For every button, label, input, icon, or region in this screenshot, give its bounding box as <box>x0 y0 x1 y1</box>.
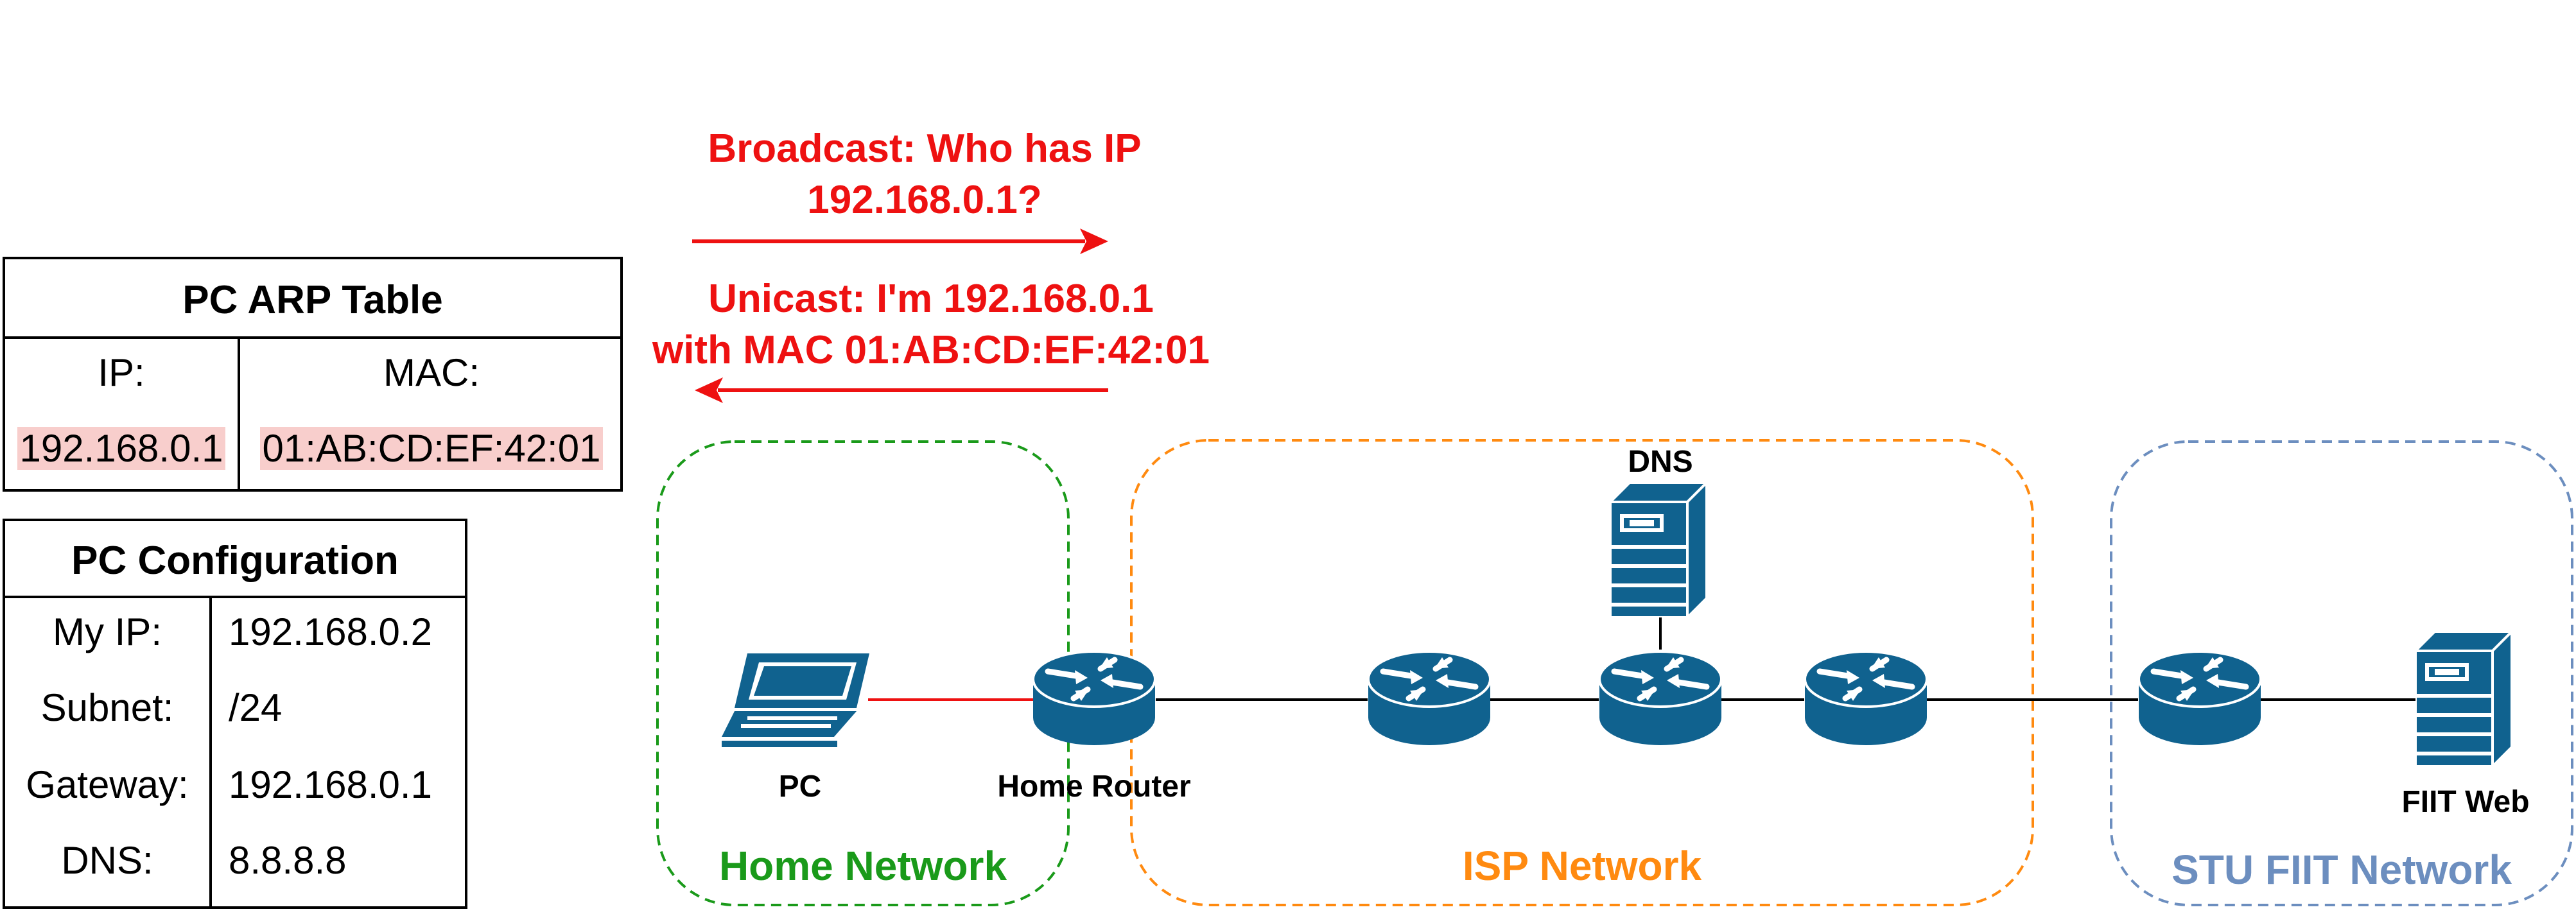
home-network-label: Home Network <box>718 843 1007 889</box>
isp-router-1-icon[interactable] <box>1368 651 1490 745</box>
fiit-web-server-icon[interactable] <box>2415 632 2512 766</box>
unicast-message-line1: Unicast: I'm 192.168.0.1 <box>708 277 1154 321</box>
isp-network-label: ISP Network <box>1462 843 1702 889</box>
broadcast-arrow-head <box>1080 229 1108 254</box>
config-label-my-ip: My IP: <box>52 610 162 653</box>
pc-config-table: PC Configuration My IP: 192.168.0.2 Subn… <box>3 519 467 909</box>
fiit-web-label: FIIT Web <box>2401 785 2530 819</box>
arp-table: PC ARP Table IP: MAC: 192.168.0.1 01:AB:… <box>3 257 623 492</box>
isp-router-3-icon[interactable] <box>1805 651 1927 745</box>
arp-table-title: PC ARP Table <box>182 278 443 322</box>
stu-network-boundary <box>2110 440 2573 906</box>
dns-label: DNS <box>1628 445 1693 479</box>
home-network-boundary <box>656 440 1070 906</box>
config-value-subnet: /24 <box>229 686 283 729</box>
stu-network-label: STU FIIT Network <box>2171 847 2512 893</box>
arp-table-column-divider <box>238 336 240 489</box>
config-label-gateway: Gateway: <box>26 763 189 806</box>
unicast-message-line2: with MAC 01:AB:CD:EF:42:01 <box>652 328 1210 372</box>
unicast-message: Unicast: I'm 192.168.0.1 with MAC 01:AB:… <box>616 273 1246 376</box>
arp-row-ip: 192.168.0.1 <box>17 427 226 470</box>
arp-row-mac-cell: 01:AB:CD:EF:42:01 <box>240 426 623 470</box>
dns-server-icon[interactable] <box>1610 483 1707 617</box>
broadcast-message-line1: Broadcast: Who has IP <box>708 126 1142 171</box>
pc-config-column-divider <box>209 596 212 906</box>
stu-router-icon[interactable] <box>2139 651 2261 745</box>
arp-row-mac: 01:AB:CD:EF:42:01 <box>259 427 604 470</box>
config-label-dns: DNS: <box>61 839 153 882</box>
config-value-my-ip: 192.168.0.2 <box>229 610 432 653</box>
arp-row-ip-cell: 192.168.0.1 <box>5 426 238 470</box>
pc-label: PC <box>778 770 822 804</box>
isp-router-2-icon[interactable] <box>1599 651 1721 745</box>
config-value-dns: 8.8.8.8 <box>229 839 347 882</box>
arp-header-ip: IP: <box>98 351 145 394</box>
pc-laptop-icon[interactable] <box>722 653 869 747</box>
home-router-icon[interactable] <box>1033 651 1155 745</box>
pc-config-divider <box>5 596 465 598</box>
arp-table-divider <box>5 336 620 339</box>
home-router-label: Home Router <box>997 770 1191 804</box>
config-value-gateway: 192.168.0.1 <box>229 763 432 806</box>
arp-header-mac: MAC: <box>383 351 480 394</box>
unicast-arrow-head <box>695 377 723 403</box>
pc-config-title: PC Configuration <box>71 539 399 583</box>
broadcast-message-line2: 192.168.0.1? <box>807 178 1042 222</box>
broadcast-message: Broadcast: Who has IP 192.168.0.1? <box>668 123 1181 226</box>
config-label-subnet: Subnet: <box>40 686 174 729</box>
